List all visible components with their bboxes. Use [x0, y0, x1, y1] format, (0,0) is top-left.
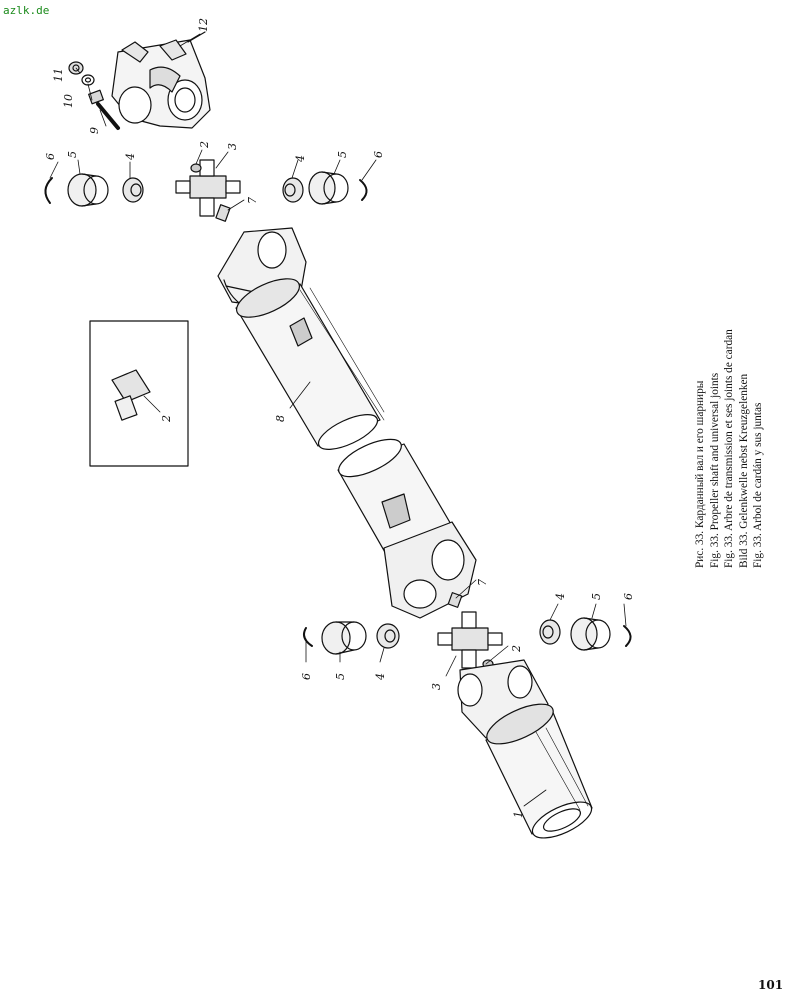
page-number: 101 [758, 978, 784, 992]
bolt-9 [88, 89, 120, 130]
callout-11: 11 [52, 68, 65, 82]
callout-7-bottom: 7 [476, 579, 489, 586]
callout-6-top-right: 6 [372, 151, 385, 158]
bearing-cup-bottom-right [570, 617, 611, 651]
figure-caption: Рис. 33. Карданный вал и его шарниры Fig… [693, 268, 766, 568]
callout-7-top: 7 [246, 197, 259, 204]
callout-9: 9 [88, 127, 101, 134]
splined-sleeve [485, 703, 593, 839]
callout-4-bottom-left: 4 [374, 673, 387, 681]
leader-lines [49, 33, 627, 807]
callout-5-bottom-right: 5 [590, 593, 603, 600]
bearing-cup-top-right [308, 171, 349, 205]
seal-top-right [282, 177, 304, 203]
grease-fitting-top [215, 204, 231, 222]
callout-2-inset: 2 [160, 415, 173, 423]
circlip-bottom-right [623, 625, 632, 647]
propeller-shaft-upper [235, 278, 385, 450]
callout-4-top-left: 4 [124, 153, 137, 161]
caption-french: Fig. 33. Arbre de transmission et ses jo… [723, 329, 736, 568]
callout-2-bottom: 2 [510, 645, 523, 653]
circlip-top-right [359, 179, 368, 201]
seal-bottom-right [539, 619, 561, 645]
bearing-cup-top-left [67, 173, 109, 207]
inset-box [89, 320, 189, 467]
flange-yoke-top [111, 31, 211, 129]
callout-5-bottom-left: 5 [334, 673, 347, 680]
callout-5-top-right: 5 [336, 151, 349, 158]
seal-bottom-left [376, 623, 400, 649]
caption-german: Bild 33. Gelenkwelle nebst Kreuzgelenken [737, 373, 750, 568]
callout-2-top: 2 [198, 141, 211, 149]
caption-spanish: Fig. 33. Arbol de cardán y sus juntas [752, 402, 765, 568]
callout-10: 10 [62, 94, 75, 108]
callout-12: 12 [197, 18, 210, 32]
callout-4-top-right: 4 [294, 155, 307, 163]
callout-5-top-left: 5 [66, 151, 79, 158]
caption-english: Fig. 33. Propeller shaft and universal j… [708, 372, 721, 568]
seal-top-left [122, 177, 144, 203]
spider-bottom [437, 611, 503, 669]
callout-6-bottom-left: 6 [300, 673, 313, 680]
callout-8: 8 [274, 415, 287, 422]
site-label[interactable]: azlk.de [3, 4, 50, 17]
caption-russian: Рис. 33. Карданный вал и его шарниры [694, 380, 706, 568]
callout-6-top-left: 6 [44, 153, 57, 160]
circlip-top-left [44, 177, 53, 204]
circlip-bottom-left [303, 627, 313, 647]
spider-top [175, 159, 241, 217]
washer-10 [81, 74, 95, 86]
bearing-cup-bottom-left [321, 621, 367, 655]
callout-3-bottom: 3 [430, 683, 443, 690]
callout-1: 1 [512, 811, 525, 818]
callout-numbers: 12 11 10 9 6 5 4 2 3 7 4 5 6 8 2 7 2 3 6… [44, 18, 635, 818]
callout-6-bottom-right: 6 [622, 593, 635, 600]
callout-4-bottom-right: 4 [554, 593, 567, 601]
callout-3-top: 3 [226, 143, 239, 150]
